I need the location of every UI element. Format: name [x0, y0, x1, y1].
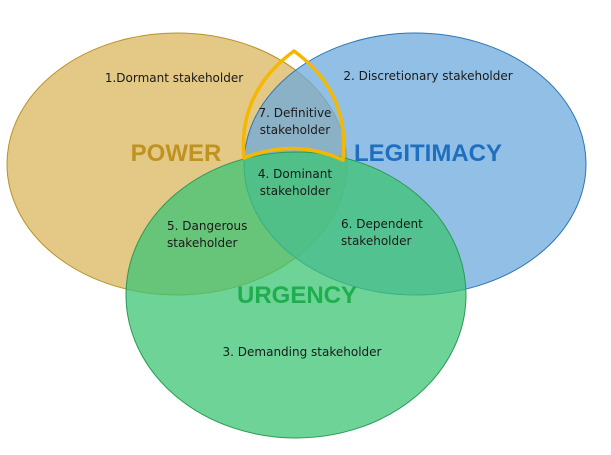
urgency-circle — [125, 151, 467, 439]
dangerous-label-1: 5. Dangerous — [167, 219, 247, 233]
dangerous-label-2: stakeholder — [167, 236, 237, 250]
dependent-label-2: stakeholder — [341, 234, 411, 248]
dominant-label-2: stakeholder — [260, 184, 330, 198]
urgency-label: URGENCY — [237, 282, 357, 309]
dependent-label-1: 6. Dependent — [341, 217, 423, 231]
dormant-label: 1.Dormant stakeholder — [105, 71, 243, 85]
definitive-highlight-outline — [241, 49, 346, 162]
definitive-label-1: 7. Definitive — [259, 106, 332, 120]
legitimacy-label: LEGITIMACY — [354, 140, 502, 167]
power-label: POWER — [131, 140, 222, 167]
discretionary-label: 2. Discretionary stakeholder — [343, 69, 512, 83]
definitive-label-2: stakeholder — [260, 123, 330, 137]
demanding-label: 3. Demanding stakeholder — [223, 345, 382, 359]
dominant-label-1: 4. Dominant — [258, 167, 332, 181]
